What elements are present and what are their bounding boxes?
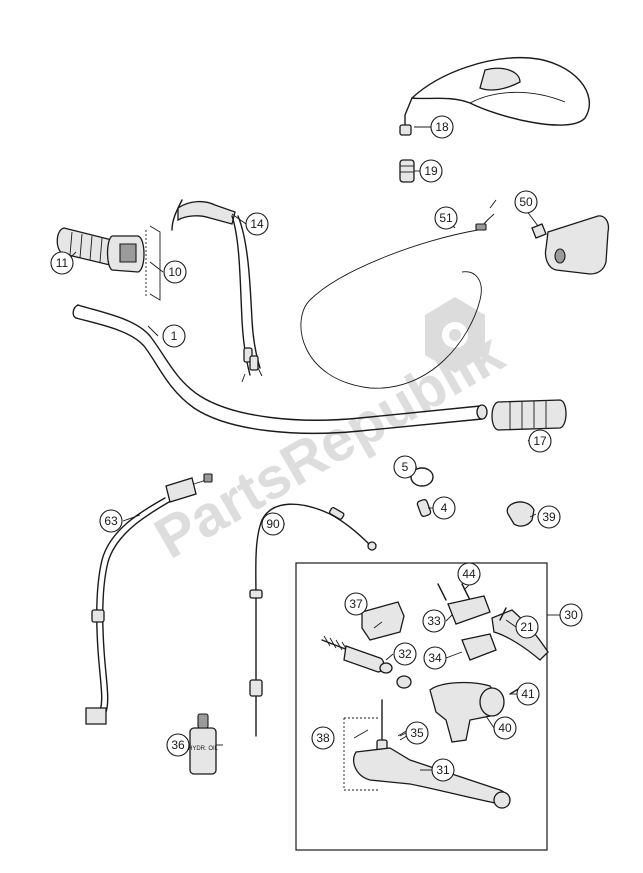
callout-label: 63 xyxy=(104,514,118,528)
callout-label: 37 xyxy=(349,597,363,611)
callout-36: 36 xyxy=(166,733,190,757)
callout-label: 5 xyxy=(402,460,409,474)
oil-bottle: HYDR. OIL xyxy=(188,713,219,775)
callout-33: 33 xyxy=(422,609,446,633)
callout-label: 32 xyxy=(398,647,412,661)
callout-37: 37 xyxy=(344,592,368,616)
callout-label: 11 xyxy=(56,256,69,270)
watermark-logo xyxy=(425,297,485,373)
callout-label: 10 xyxy=(168,265,182,279)
callout-14: 14 xyxy=(245,212,269,236)
callout-label: 30 xyxy=(564,608,578,622)
callout-label: 34 xyxy=(428,651,442,665)
callout-10: 10 xyxy=(163,260,187,284)
callout-50: 50 xyxy=(514,190,538,214)
callout-34: 34 xyxy=(423,646,447,670)
callout-40: 40 xyxy=(493,716,517,740)
callout-label: 14 xyxy=(250,217,264,231)
clutch-cable xyxy=(85,473,213,725)
callout-label: 51 xyxy=(439,211,453,225)
callout-label: 44 xyxy=(462,567,476,581)
callout-90: 90 xyxy=(261,512,285,536)
sleeve xyxy=(416,498,432,518)
callout-11: 11 xyxy=(50,251,74,275)
callout-label: 39 xyxy=(542,510,556,524)
callout-label: 33 xyxy=(427,614,441,628)
callout-32: 32 xyxy=(393,642,417,666)
handlebar xyxy=(72,304,488,434)
callout-label: 19 xyxy=(424,164,438,178)
callout-label: 1 xyxy=(171,329,178,343)
callout-41: 41 xyxy=(516,682,540,706)
callout-30: 30 xyxy=(559,603,583,627)
oil-bottle-label: HYDR. OIL xyxy=(188,746,219,752)
callout-label: 4 xyxy=(441,501,448,515)
callout-label: 31 xyxy=(436,763,450,777)
callout-18: 18 xyxy=(430,115,454,139)
callout-21: 21 xyxy=(515,615,539,639)
throttle-cables xyxy=(171,199,263,383)
callout-5: 5 xyxy=(393,455,417,479)
callout-39: 39 xyxy=(537,505,561,529)
throttle-tube xyxy=(145,225,161,301)
callout-label: 17 xyxy=(533,434,547,448)
extra-cable xyxy=(249,503,377,737)
callout-1: 1 xyxy=(162,324,186,348)
callout-label: 21 xyxy=(520,620,534,634)
master-cylinder-group-box xyxy=(295,562,548,851)
callout-63: 63 xyxy=(99,509,123,533)
handlebar-switch xyxy=(531,215,610,275)
callout-4: 4 xyxy=(432,496,456,520)
callout-19: 19 xyxy=(419,159,443,183)
switch-cable xyxy=(300,199,497,389)
callout-label: 40 xyxy=(498,721,512,735)
callout-label: 35 xyxy=(410,726,424,740)
callout-17: 17 xyxy=(528,429,552,453)
callout-label: 41 xyxy=(521,687,535,701)
callout-35: 35 xyxy=(405,721,429,745)
cable-clip xyxy=(506,501,535,527)
callout-label: 18 xyxy=(435,120,449,134)
callout-label: 50 xyxy=(519,195,533,209)
right-grip xyxy=(491,399,567,431)
callout-31: 31 xyxy=(431,758,455,782)
callout-label: 90 xyxy=(266,517,280,531)
callout-label: 38 xyxy=(316,731,330,745)
mirror-adapter xyxy=(399,159,415,183)
callout-44: 44 xyxy=(457,562,481,586)
callout-51: 51 xyxy=(434,206,458,230)
callout-label: 36 xyxy=(171,738,185,752)
left-grip xyxy=(56,227,145,273)
mirror xyxy=(399,56,591,136)
callout-38: 38 xyxy=(311,726,335,750)
